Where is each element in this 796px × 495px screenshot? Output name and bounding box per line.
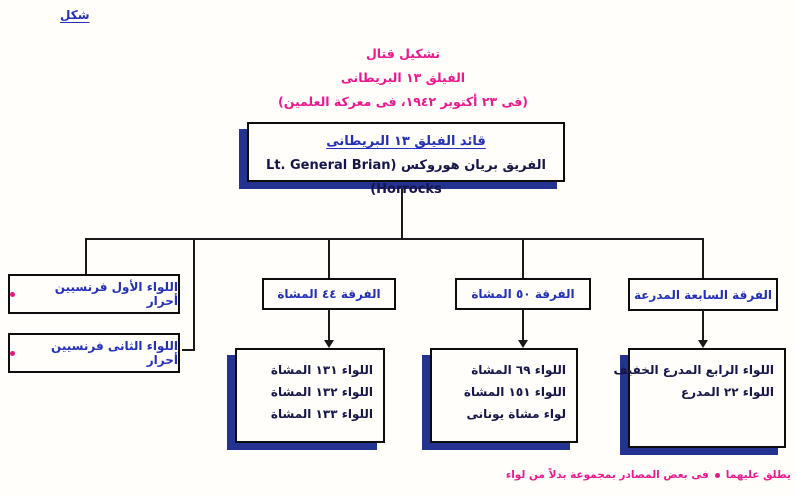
- commander-box: قائد الفيلق ١٣ البريطانى الفريق بريان هو…: [247, 122, 565, 197]
- french-brigade-1-label: اللواء الأول فرنسيين أحرار: [54, 280, 178, 308]
- division-7-armoured-box: الفرقة السابعة المدرعة: [628, 278, 778, 311]
- connector-drop-french-1: [85, 240, 87, 275]
- unit-line: اللواء الرابع المدرع الخفيف: [613, 363, 774, 377]
- unit-line: لواء مشاة يونانى: [466, 407, 566, 421]
- chart-title-line2: الفيلق ١٣ البريطانى: [340, 70, 466, 85]
- connector-drop-french-2-vertical: [193, 240, 195, 351]
- footnote-marker-icon: [10, 350, 15, 356]
- footnote-marker-icon: [714, 472, 720, 478]
- down-arrow-icon: [324, 340, 334, 348]
- connector-drop-division-44: [328, 240, 330, 278]
- division-44-box: الفرقة ٤٤ المشاة: [262, 278, 396, 310]
- connector-drop-division-7: [702, 240, 704, 278]
- french-brigade-1-box: اللواء الأول فرنسيين أحرار: [8, 274, 180, 314]
- down-arrow-icon: [518, 340, 528, 348]
- arrow-stem-7: [702, 310, 704, 341]
- division-50-box: الفرقة ٥٠ المشاة: [455, 278, 591, 310]
- division-44-label: الفرقة ٤٤ المشاة: [277, 287, 381, 301]
- arrow-stem-44: [328, 310, 330, 341]
- unit-line: اللواء ١٣٢ المشاة: [270, 385, 373, 399]
- connector-drop-french-2-stub: [182, 349, 195, 351]
- division-50-units-box: اللواء ٦٩ المشاة اللواء ١٥١ المشاة لواء …: [430, 348, 578, 443]
- connector-root-vertical: [401, 189, 403, 238]
- arrow-stem-50: [522, 310, 524, 341]
- footnote-rest: فى بعض المصادر بمجموعة بدلاً من لواء: [505, 469, 709, 481]
- chart-title-line1: تشكيل قتال: [365, 46, 441, 61]
- division-50-label: الفرقة ٥٠ المشاة: [471, 287, 575, 301]
- footnote: يطلق عليهما فى بعض المصادر بمجموعة بدلاً…: [506, 469, 791, 481]
- unit-line: اللواء ١٥١ المشاة: [463, 385, 566, 399]
- chart-title-line3: (فى ٢٣ أكتوبر ١٩٤٢، فى معركة العلمين): [277, 94, 528, 109]
- division-44-units-box: اللواء ١٣١ المشاة اللواء ١٣٢ المشاة اللو…: [235, 348, 385, 443]
- footnote-lead: يطلق عليهما: [725, 469, 791, 481]
- unit-line: اللواء ٦٩ المشاة: [471, 363, 566, 377]
- unit-line: اللواء ١٣٣ المشاة: [270, 407, 373, 421]
- commander-title: قائد الفيلق ١٣ البريطانى: [326, 134, 486, 149]
- commander-name: الفريق بريان هوروكس (Lt. General Brian H…: [266, 158, 546, 197]
- connector-horizontal: [85, 238, 704, 240]
- chart-title: تشكيل قتال الفيلق ١٣ البريطانى (فى ٢٣ أك…: [248, 42, 558, 114]
- down-arrow-icon: [698, 340, 708, 348]
- connector-drop-division-50: [522, 240, 524, 278]
- figure-label: شكل: [60, 8, 90, 22]
- unit-line: اللواء ٢٢ المدرع: [680, 385, 774, 399]
- division-7-units-box: اللواء الرابع المدرع الخفيف اللواء ٢٢ ال…: [613, 348, 786, 448]
- french-brigade-2-label: اللواء الثانى فرنسيين أحرار: [51, 339, 178, 367]
- division-7-armoured-label: الفرقة السابعة المدرعة: [633, 287, 773, 302]
- french-brigade-2-box: اللواء الثانى فرنسيين أحرار: [8, 333, 180, 373]
- footnote-marker-icon: [10, 291, 15, 297]
- unit-line: اللواء ١٣١ المشاة: [270, 363, 373, 377]
